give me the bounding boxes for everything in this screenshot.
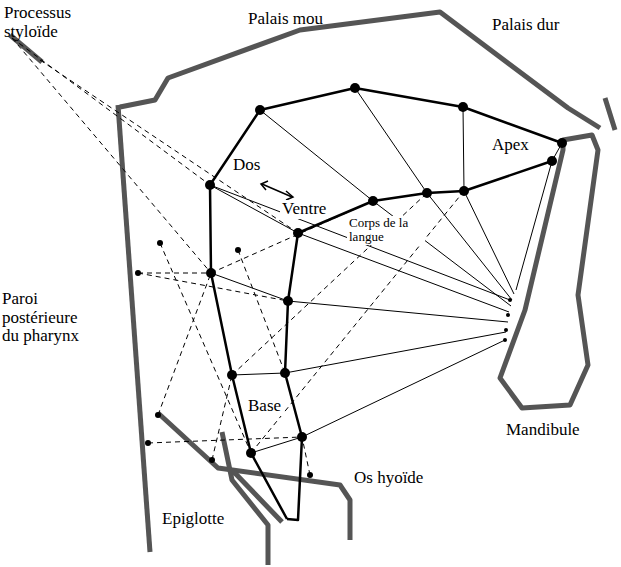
structure-label: Palais mou [248,10,323,29]
region-label: Base [246,397,283,416]
pharynx-wall [118,105,150,552]
structure-label: Mandibule [506,421,580,440]
tongue-contour [210,88,562,520]
region-label: Ventre [280,200,328,219]
dos-ventre-arrow [261,181,293,200]
structure-label: Epiglotte [162,510,224,529]
palate [120,12,615,130]
region-label: Corps de la langue [347,216,425,245]
region-label: Apex [490,136,531,155]
structure-label: Paroi postérieure du pharynx [2,290,94,346]
mesh-nodes [135,83,567,478]
structure-label: Palais dur [492,16,560,35]
structure-label: Processus styloïde [4,4,104,41]
epiglottis [222,432,282,565]
region-label: Dos [233,156,260,175]
mandible [500,135,598,408]
mesh-thin-lines [210,88,562,453]
hyoid-bone [158,413,350,540]
structure-label: Os hyoïde [354,469,423,488]
anatomy-outline [10,12,615,565]
